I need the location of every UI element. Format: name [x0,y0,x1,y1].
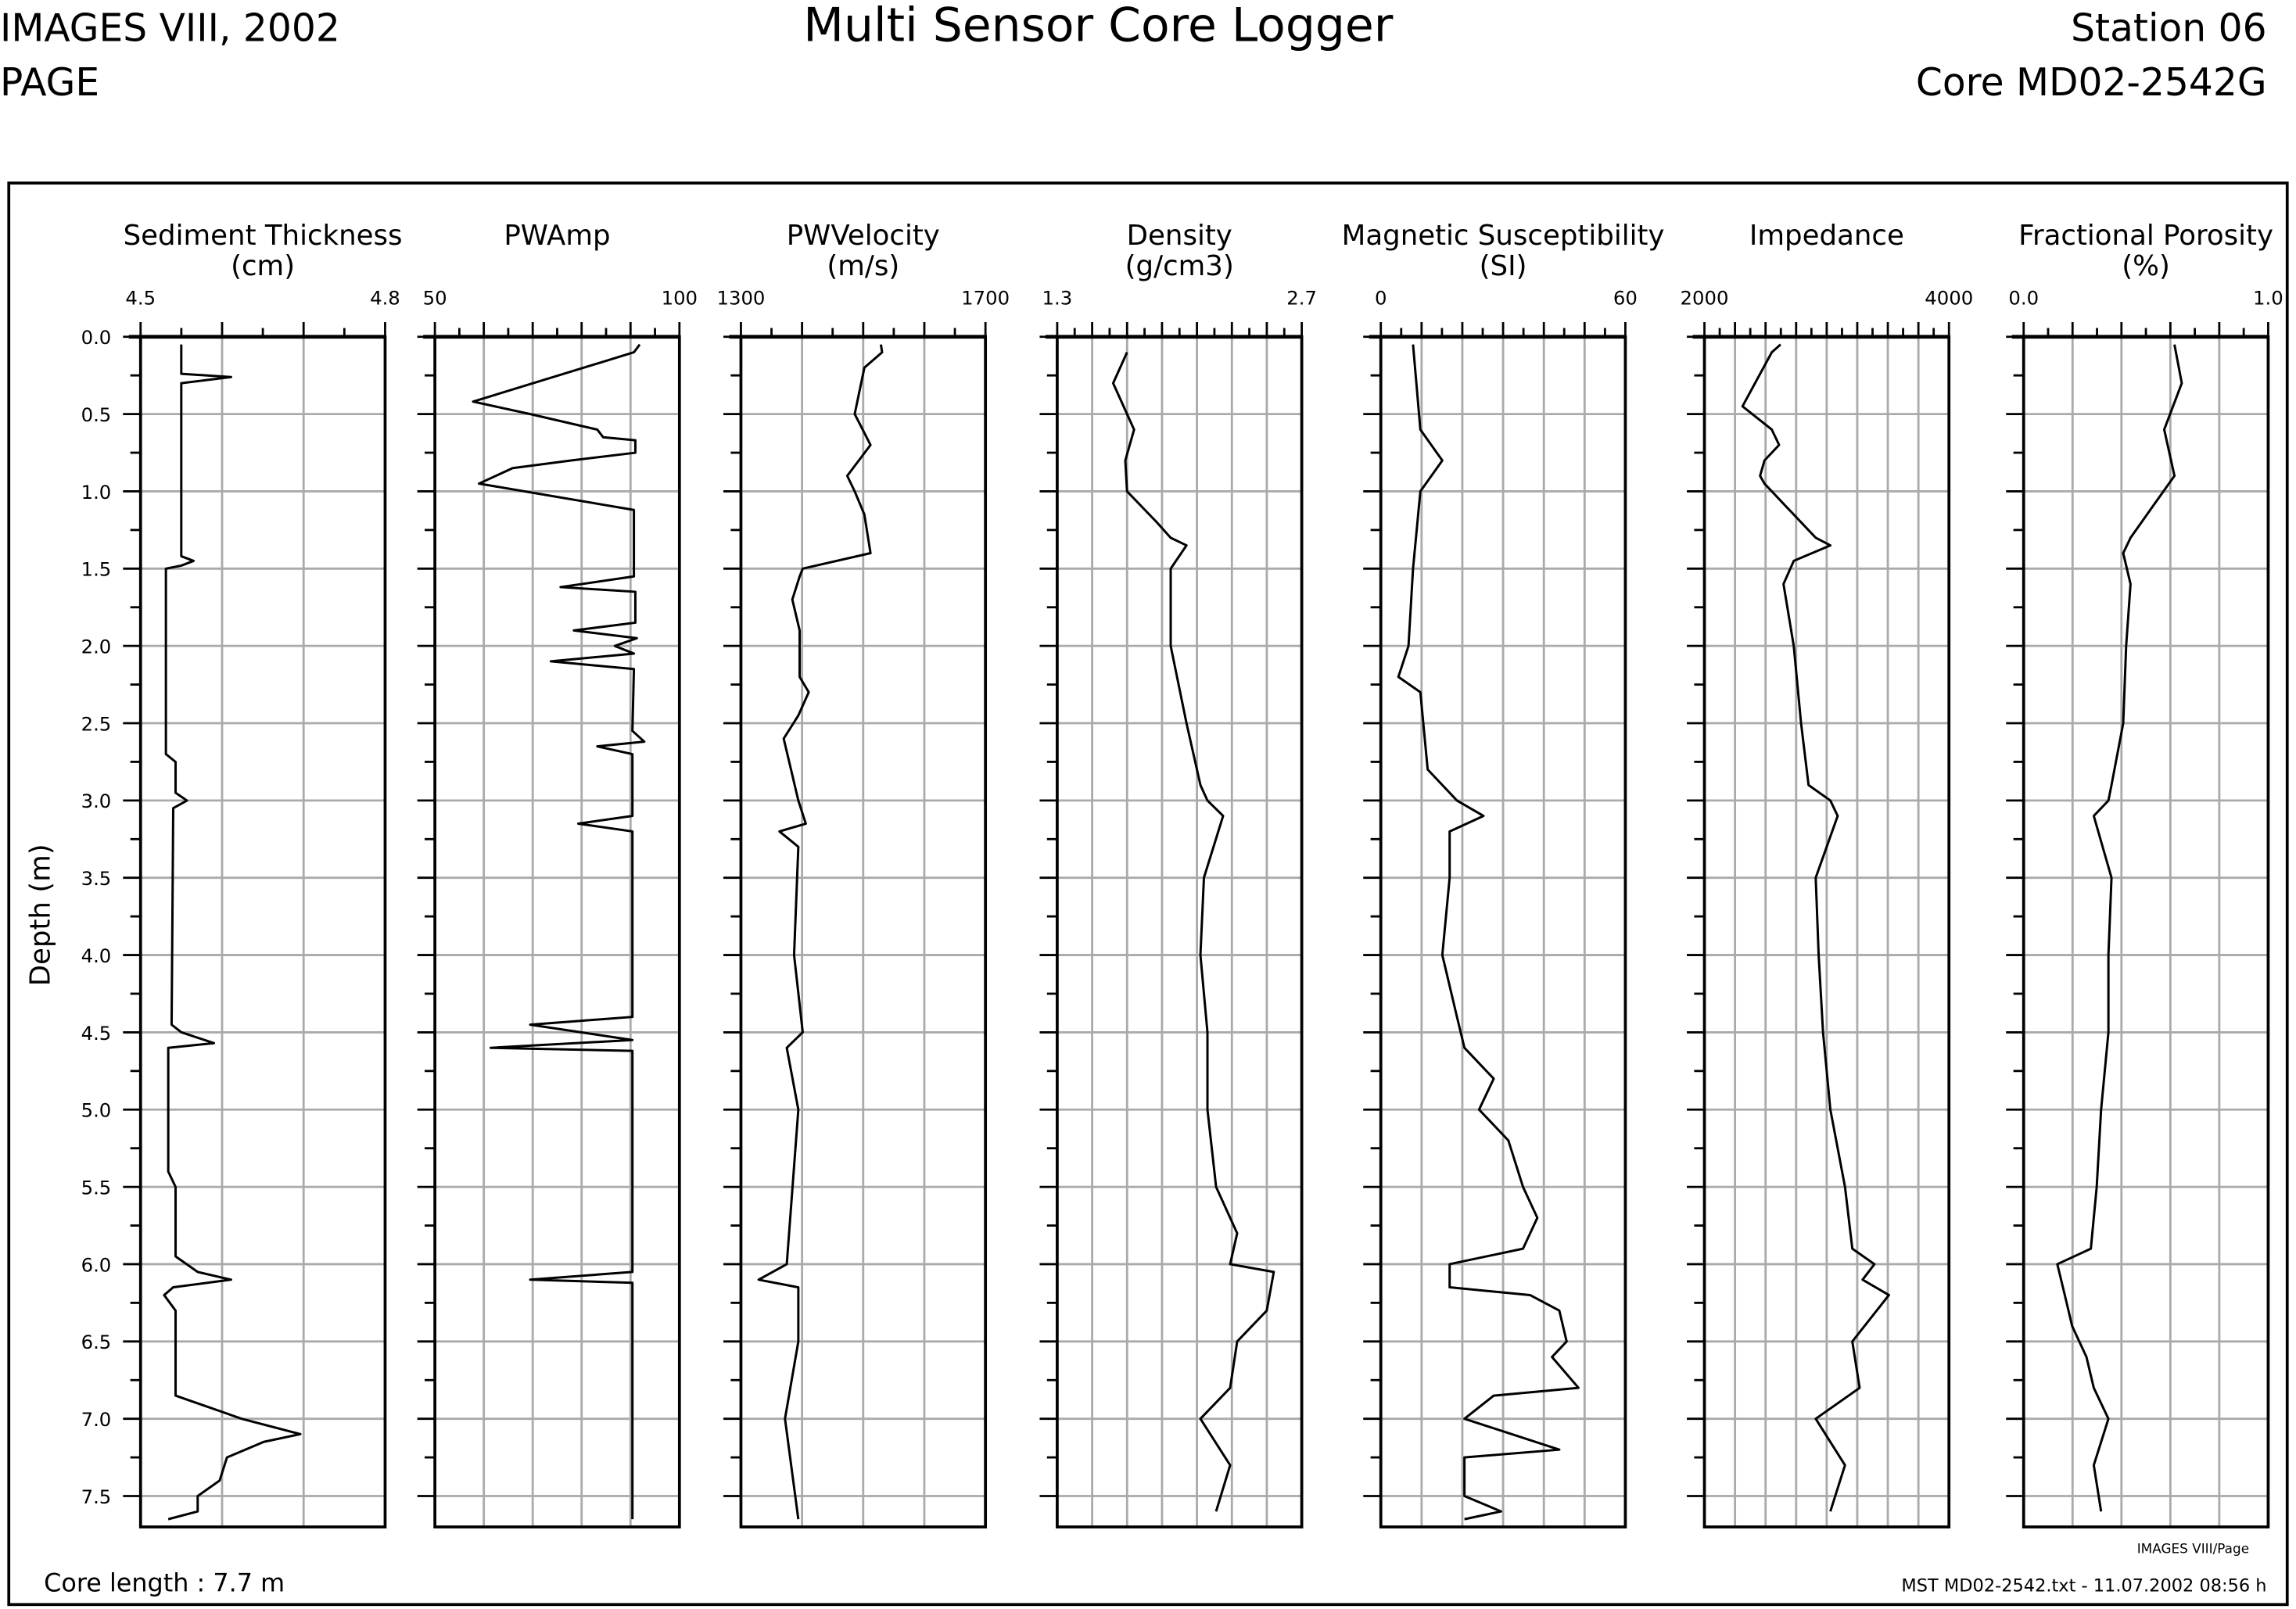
panel-pwamp: PWAmp 50 100 [417,220,698,1528]
y-tick-label: 5.5 [81,1176,112,1199]
x-max-label: 2.7 [1286,287,1317,310]
y-tick-label: 0.0 [81,326,112,349]
panel-title: Magnetic Susceptibility [1342,220,1665,252]
depth-axis-label: Depth (m) [25,844,57,986]
y-tick-label: 1.0 [81,481,112,503]
y-tick-label: 6.0 [81,1253,112,1276]
x-min-label: 50 [423,287,447,310]
panel-pwvelocity: PWVelocity(m/s) 1300 1700 [716,220,1010,1528]
x-min-label: 2000 [1681,287,1729,310]
panel-unit: (m/s) [827,250,899,282]
panel-sediment-thickness: Sediment Thickness(cm) 4.5 4.8 0.0 0.5 1.0 1.5… [81,220,403,1528]
header-left-line1: IMAGES VIII, 2002 [0,7,340,51]
footer-credit: IMAGES VIII/Page [2137,1541,2249,1557]
y-tick-label: 6.5 [81,1331,112,1353]
panel-unit: (cm) [231,250,295,282]
panel-title: PWAmp [504,220,610,252]
x-max-label: 4.8 [370,287,400,310]
series-line [163,344,302,1521]
series-line [757,344,884,1520]
panel-frame [1379,335,1627,1528]
panel-magnetic-susceptibility: Magnetic Susceptibility(SI) 0 60 [1342,220,1665,1528]
y-tick-label: 1.5 [81,558,112,581]
panel-title: Fractional Porosity [2018,220,2273,252]
panel-unit: (g/cm3) [1125,250,1234,282]
panel-title: Density [1127,220,1232,252]
series-line [1111,351,1275,1512]
panel-frame [433,335,681,1528]
x-max-label: 4000 [1925,287,1973,310]
y-tick-label: 2.0 [81,636,112,658]
panel-frame [739,335,988,1528]
panel-fractional-porosity: Fractional Porosity(%) 0.0 1.0 [2006,220,2283,1528]
y-tick-label: 3.0 [81,790,112,812]
panel-impedance: Impedance 2000 4000 [1681,220,1973,1528]
panel-frame [2022,335,2270,1528]
x-min-label: 4.5 [125,287,156,310]
page-title: Multi Sensor Core Logger [803,0,1393,53]
panel-frame [1702,335,1951,1528]
core-length: Core length : 7.7 m [44,1568,285,1597]
y-tick-label: 7.0 [81,1408,112,1431]
panel-unit: (%) [2122,250,2170,282]
header-left-line2: PAGE [0,61,99,105]
x-min-label: 1.3 [1042,287,1073,310]
x-max-label: 1700 [961,287,1010,310]
header-station: Station 06 [2071,7,2266,51]
x-max-label: 60 [1613,287,1638,310]
panel-frame [1056,335,1304,1528]
panel-frame [138,335,387,1528]
header-core: Core MD02-2542G [1916,61,2267,105]
series-line [472,343,646,1520]
x-max-label: 1.0 [2253,287,2283,310]
y-tick-label: 7.5 [81,1485,112,1508]
outer-frame [7,181,2289,1607]
x-min-label: 0 [1375,287,1387,310]
y-tick-label: 3.5 [81,867,112,890]
x-min-label: 1300 [716,287,765,310]
panel-title: Impedance [1749,220,1904,252]
panel-unit: (SI) [1480,250,1527,282]
panel-title: Sediment Thickness [124,220,403,252]
series-line [1397,344,1580,1521]
footer-file-info: MST MD02-2542.txt - 11.07.2002 08:56 h [1901,1575,2266,1596]
y-tick-label: 4.0 [81,944,112,967]
panels: Sediment Thickness(cm) 4.5 4.8 0.0 0.5 1.0 1.5… [81,220,2283,1528]
series-line [2056,344,2183,1512]
y-tick-label: 5.0 [81,1099,112,1122]
y-tick-label: 2.5 [81,712,112,735]
y-tick-label: 4.5 [81,1022,112,1045]
series-line [1741,343,1890,1512]
y-tick-label: 0.5 [81,403,112,426]
x-min-label: 0.0 [2008,287,2039,310]
panel-density: Density(g/cm3) 1.3 2.7 [1039,220,1317,1528]
panel-title: PWVelocity [787,220,940,252]
x-max-label: 100 [662,287,698,310]
